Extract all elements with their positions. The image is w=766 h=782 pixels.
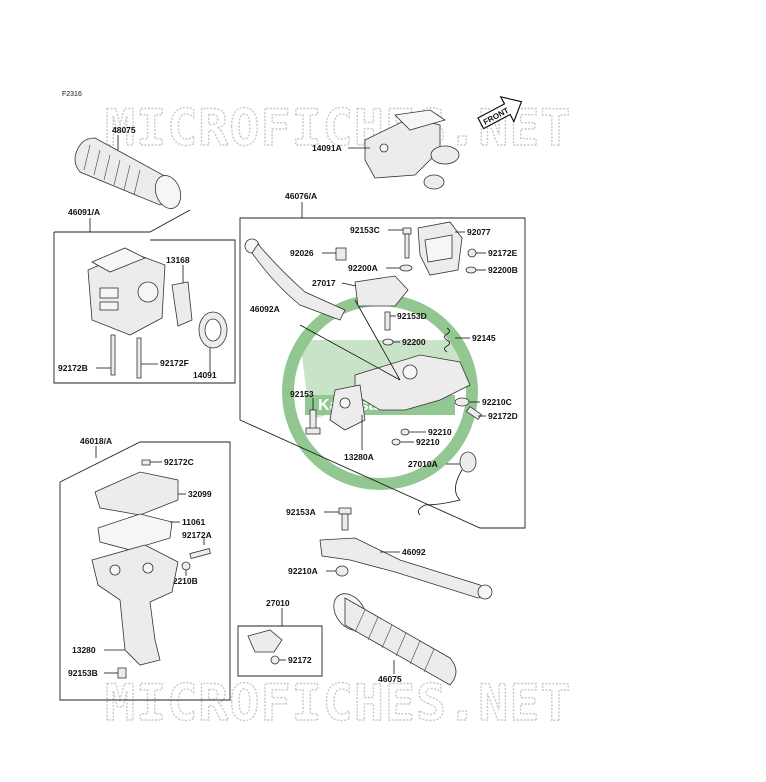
part-92026 bbox=[335, 247, 347, 261]
label-92200: 92200 bbox=[402, 337, 426, 347]
label-13168: 13168 bbox=[166, 255, 190, 265]
label-11061: 11061 bbox=[182, 517, 205, 527]
master-cylinder-body bbox=[329, 354, 471, 431]
label-92172d: 92172D bbox=[488, 411, 518, 421]
cover-32099 bbox=[94, 471, 179, 516]
box-46076a bbox=[239, 217, 526, 529]
label-46018a: 46018/A bbox=[80, 436, 112, 446]
label-32099: 32099 bbox=[188, 489, 212, 499]
label-92172: 92172 bbox=[288, 655, 312, 665]
bolt-92153c bbox=[402, 227, 412, 259]
lever-46092a bbox=[244, 238, 346, 321]
label-46075: 46075 bbox=[378, 674, 402, 684]
switch-housing-46091 bbox=[87, 247, 166, 336]
box-46018a bbox=[59, 441, 231, 701]
label-92026: 92026 bbox=[290, 248, 314, 258]
label-13280a: 13280A bbox=[344, 452, 374, 462]
label-46076a: 46076/A bbox=[285, 191, 317, 201]
label-14091a: 14091A bbox=[312, 143, 342, 153]
label-14091: 14091 bbox=[193, 370, 217, 380]
label-92200b: 92200B bbox=[488, 265, 518, 275]
grip-48075 bbox=[74, 137, 182, 209]
watermark-top: MICROFICHES.NET bbox=[105, 99, 572, 157]
spring-92145 bbox=[444, 327, 450, 353]
bolt-92153a bbox=[338, 507, 352, 531]
housing-13280 bbox=[91, 544, 179, 666]
throttle-housing-14091a bbox=[364, 109, 460, 190]
label-92153: 92153 bbox=[290, 389, 314, 399]
switch-27010 bbox=[247, 629, 283, 653]
label-27010: 27010 bbox=[266, 598, 290, 608]
label-48075: 48075 bbox=[112, 125, 136, 135]
grip-46075 bbox=[333, 593, 457, 686]
label-92153d: 92153D bbox=[397, 311, 427, 321]
label-92077: 92077 bbox=[467, 227, 491, 237]
screw-92172c bbox=[141, 459, 151, 466]
screw-92172d bbox=[465, 405, 483, 421]
label-92153a: 92153A bbox=[286, 507, 316, 517]
label-46092: 46092 bbox=[402, 547, 426, 557]
label-13280: 13280 bbox=[72, 645, 96, 655]
lever-46092 bbox=[319, 537, 493, 600]
bolt-92153b bbox=[117, 667, 127, 679]
label-27017: 27017 bbox=[312, 278, 336, 288]
label-92153b: 92153B bbox=[68, 668, 98, 678]
collar-14091 bbox=[198, 311, 228, 349]
part-13168 bbox=[171, 281, 193, 327]
box-46091a bbox=[53, 209, 236, 384]
label-92210c: 92210C bbox=[482, 397, 512, 407]
label-92200a: 92200A bbox=[348, 263, 378, 273]
screw-92172b bbox=[110, 334, 116, 376]
part-92210c bbox=[454, 397, 470, 407]
label-92210-a: 92210 bbox=[428, 427, 452, 437]
figure-code: F2316 bbox=[62, 91, 82, 98]
washer-92200b bbox=[465, 266, 477, 274]
label-92153c: 92153C bbox=[350, 225, 380, 235]
screw-92172 bbox=[270, 655, 280, 665]
label-92172f: 92172F bbox=[160, 358, 189, 368]
washer-92210-b bbox=[391, 438, 401, 446]
label-92210a: 92210A bbox=[288, 566, 318, 576]
washer-92210b bbox=[181, 561, 191, 571]
box-27010 bbox=[237, 625, 323, 677]
label-92210-b: 92210 bbox=[416, 437, 440, 447]
washer-92200 bbox=[382, 338, 394, 346]
screw-92172e bbox=[467, 248, 477, 258]
bolt-92153d bbox=[384, 311, 391, 331]
washer-92210-a bbox=[400, 428, 410, 436]
washer-92200a bbox=[399, 264, 413, 272]
part-92077 bbox=[417, 221, 463, 276]
label-92172b: 92172B bbox=[58, 363, 88, 373]
screw-92172f bbox=[136, 337, 142, 379]
label-46091a: 46091/A bbox=[68, 207, 100, 217]
label-92172c: 92172C bbox=[164, 457, 194, 467]
label-27010a: 27010A bbox=[408, 459, 438, 469]
label-46092a: 46092A bbox=[250, 304, 280, 314]
switch-27010a bbox=[417, 451, 477, 516]
label-92172e: 92172E bbox=[488, 248, 518, 258]
washer-92210a bbox=[335, 565, 349, 577]
watermark-bottom: MICROFICHES.NET bbox=[105, 674, 572, 732]
label-92172a: 92172A bbox=[182, 530, 212, 540]
gasket-11061 bbox=[97, 513, 173, 551]
switch-27017 bbox=[354, 275, 409, 307]
label-92210b: 92210B bbox=[168, 576, 198, 586]
screw-92172a bbox=[189, 547, 211, 559]
label-92145: 92145 bbox=[472, 333, 496, 343]
